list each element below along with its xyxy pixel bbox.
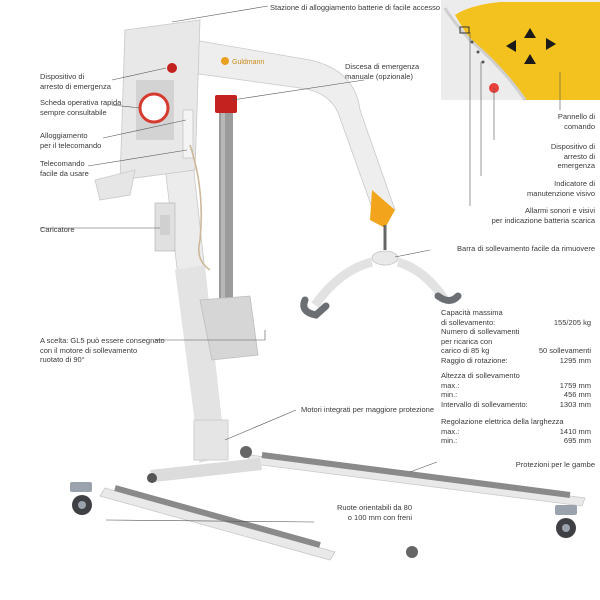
spec-row: Intervallo di sollevamento: 1303 mm [441,399,591,409]
spec-row: max.: 1410 mm [441,426,591,436]
callout-lines [40,5,438,523]
spec-height-title: Altezza di sollevamento [441,371,520,380]
callout-wheels: Ruote orientabili da 80 o 100 mm con fre… [336,503,412,522]
callout-leg-protection: Protezioni per le gambe [515,460,595,469]
spec-row: Capacità massima di sollevamento: 155/20… [441,308,591,327]
emergency-lowering-icon [215,95,237,113]
wheel-icons [70,446,577,558]
callout-integrated-motors: Motori integrati per maggiore protezione [301,405,434,414]
control-panel-inset [441,0,600,101]
boom-arm [164,34,396,228]
control-box [94,19,201,201]
callout-charger: Caricatore [40,225,75,234]
spec-width-title: Regolazione elettrica della larghezza [441,417,564,426]
callout-battery-station: Stazione di alloggiamento batterie di fa… [270,3,441,12]
emergency-stop-icon [167,63,177,73]
spec-row: min.: 456 mm [441,390,591,399]
spec-row: max.: 1759 mm [441,380,591,390]
quick-card-icon [138,92,170,124]
spec-row: min.: 695 mm [441,436,591,445]
remote-control-icon [182,109,194,159]
charger [154,144,211,271]
callout-emergency-stop-left: Dispositivo di arresto di emergenza [40,72,111,91]
spec-row: Raggio di rotazione: 1295 mm [441,355,591,365]
callout-service-indicator: Indicatore di manutenzione visivo [527,179,595,198]
spec-height: Altezza di sollevamento max.: 1759 mm mi… [441,371,591,409]
arrow-buttons-icon [506,28,556,64]
callout-gl5-option: A scelta: GL5 può essere consegnato con … [40,336,165,364]
callout-alarms: Allarmi sonori e visivi per indicazione … [491,206,595,225]
base-legs [99,452,586,561]
brand-logo: Guldmann [221,57,264,66]
lift-actuator [199,95,259,361]
spec-row: Numero di sollevamenti per ricarica con … [441,327,591,355]
boom-end-cap [370,190,395,228]
callout-lifting-bar: Barra di sollevamento facile da rimuover… [457,244,595,253]
battery-icon [459,26,470,34]
callout-emergency-stop-right: Dispositivo di arresto di emergenza [550,142,595,170]
lifting-bar [300,225,462,319]
spec-capacity: Capacità massima di sollevamento: 155/20… [441,308,591,365]
callout-control-panel: Pannello di comando [557,112,595,131]
callout-remote: Telecomando facile da usare [40,159,89,178]
svg-text:Guldmann: Guldmann [232,59,264,66]
callout-quick-card: Scheda operativa rapida sempre consultab… [40,98,122,117]
callout-manual-descent: Discesa di emergenza manuale (opzionale) [345,62,420,81]
yellow-panel [455,2,600,100]
spec-width: Regolazione elettrica della larghezza ma… [441,417,591,446]
callout-remote-holder: Alloggiamento per il telecomando [40,131,102,150]
